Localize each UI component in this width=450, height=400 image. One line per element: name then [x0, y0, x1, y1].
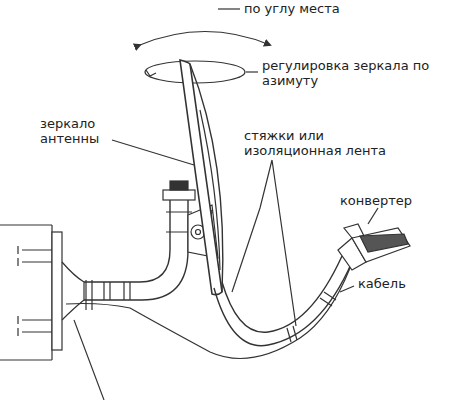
dish-label: зеркало антенны: [40, 116, 120, 146]
converter-label: конвертер: [340, 193, 440, 208]
azimuth-label: регулировка зеркала по азимуту: [262, 58, 432, 88]
ties-label: стяжки или изоляционная лента: [244, 128, 419, 158]
cable-label: кабель: [358, 276, 438, 291]
elevation-label: по углу места: [244, 1, 364, 16]
